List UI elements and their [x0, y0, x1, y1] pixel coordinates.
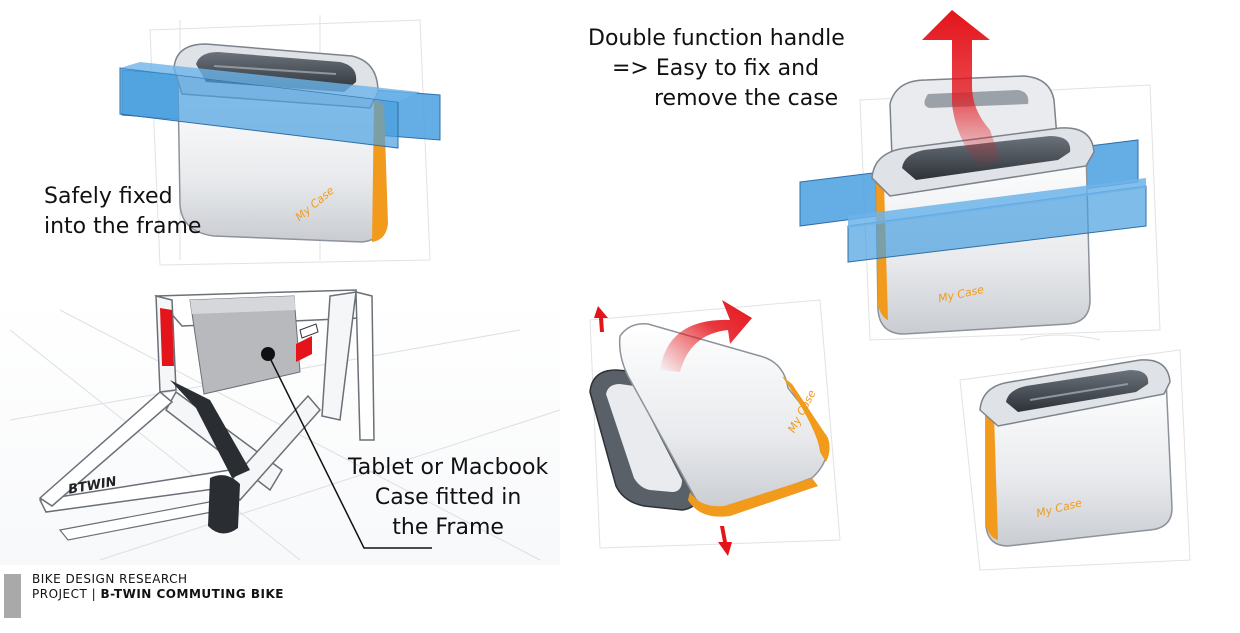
annotation-line: Case fitted in	[374, 485, 522, 510]
annotation-line: => Easy to fix and	[612, 56, 820, 81]
footer-subtitle: PROJECT | B-TWIN COMMUTING BIKE	[32, 587, 284, 601]
case-standalone-illustration: My Case	[959, 334, 1191, 571]
footer-title: BIKE DESIGN RESEARCH	[32, 572, 188, 586]
annotation-line: Tablet or Macbook	[348, 455, 549, 480]
annotation-tablet-case: Tablet or Macbook Case fitted in the Fra…	[348, 453, 548, 543]
annotation-line: Safely fixed	[44, 184, 173, 209]
annotation-line: remove the case	[654, 86, 839, 111]
footer-accent-bar	[4, 574, 21, 618]
bike-frame-illustration: BTWIN	[0, 289, 561, 565]
annotation-line: the Frame	[392, 515, 504, 540]
case-fixed-illustration: My Case	[119, 15, 441, 266]
footer-project-label: PROJECT |	[32, 587, 101, 601]
case-removal-illustration: My Case	[589, 299, 841, 556]
annotation-safely-fixed: Safely fixed into the frame	[44, 182, 201, 242]
annotation-line: Double function handle	[588, 26, 845, 51]
case-handle-illustration: My Case	[799, 10, 1161, 341]
annotation-double-function-handle: Double function handle => Easy to fix an…	[588, 24, 845, 114]
annotation-line: into the frame	[44, 214, 202, 239]
leader-line	[267, 353, 432, 549]
footer-project-name: B-TWIN COMMUTING BIKE	[100, 587, 284, 601]
